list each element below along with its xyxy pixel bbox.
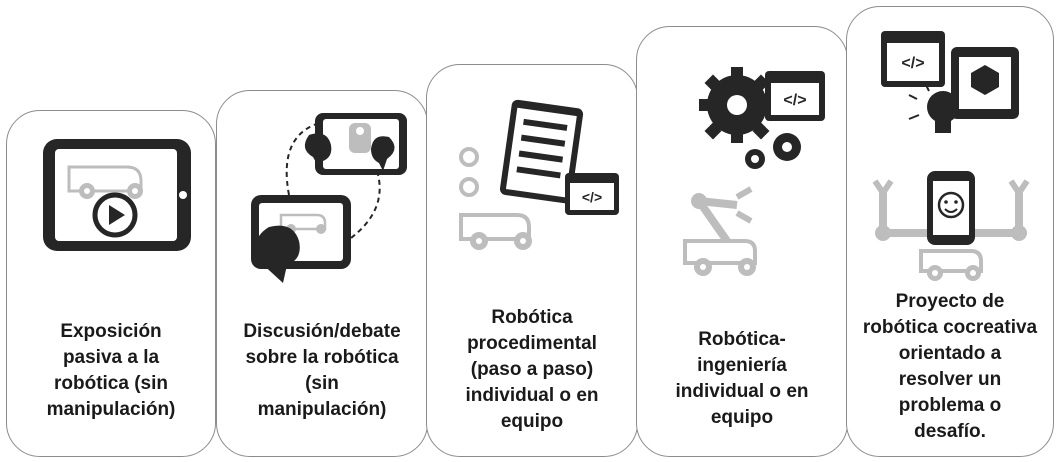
code-tag-text-3: </>: [901, 55, 924, 72]
stage-card-2: Discusión/debate sobre la robótica (sin …: [216, 90, 428, 457]
checklist-code-icon: </>: [459, 99, 619, 250]
stage-1-line-2: pasiva a la: [62, 347, 160, 368]
stage-3-line-5: equipo: [500, 411, 564, 432]
gears-robot-arm-icon: </>: [683, 67, 825, 276]
code-tag-text-2: </>: [783, 92, 806, 109]
stage-2-line-3: (sin: [305, 373, 339, 394]
stage-5-line-6: desafío.: [914, 421, 986, 442]
stage-5-line-3: orientado a: [898, 343, 1002, 364]
stage-3-line-2: procedimental: [467, 333, 597, 354]
tablet-video-icon: [43, 139, 191, 251]
stage-5-line-1: Proyecto de: [895, 291, 1005, 312]
stage-1-line-1: Exposición: [60, 321, 162, 342]
stage-2-line-4: manipulación): [257, 399, 387, 420]
stage-2-line-2: sobre la robótica: [245, 347, 399, 368]
stage-card-1: Exposición pasiva a la robótica (sin man…: [6, 110, 216, 457]
stage-2-line-1: Discusión/debate: [243, 321, 401, 342]
stage-5-line-2: robótica cocreativa: [862, 317, 1038, 338]
stage-4-line-1: Robótica-: [698, 329, 786, 350]
stage-3-line-4: individual o en: [465, 385, 599, 406]
stage-5-line-5: problema o: [898, 395, 1002, 416]
cocreative-project-icon: </>: [872, 31, 1030, 281]
stage-1-line-4: manipulación): [46, 399, 176, 420]
discussion-tablets-icon: [251, 113, 407, 283]
stage-4-line-2: ingeniería: [697, 355, 787, 376]
stage-1-line-3: robótica (sin: [53, 373, 168, 394]
stage-4-line-3: individual o en: [675, 381, 809, 402]
stage-4-line-4: equipo: [710, 407, 774, 428]
stage-5-line-4: resolver un: [898, 369, 1002, 390]
stage-card-5: </> Proyecto de robótica cocreativa orie…: [846, 6, 1054, 457]
stage-3-line-1: Robótica: [491, 307, 573, 328]
stage-card-4: </> Robótica- ingeniería individual o en…: [636, 26, 848, 457]
stage-3-line-3: (paso a paso): [470, 359, 594, 380]
stage-card-3: </> Robótica procedimental (paso a paso)…: [426, 64, 638, 457]
code-tag-text: </>: [582, 189, 602, 205]
